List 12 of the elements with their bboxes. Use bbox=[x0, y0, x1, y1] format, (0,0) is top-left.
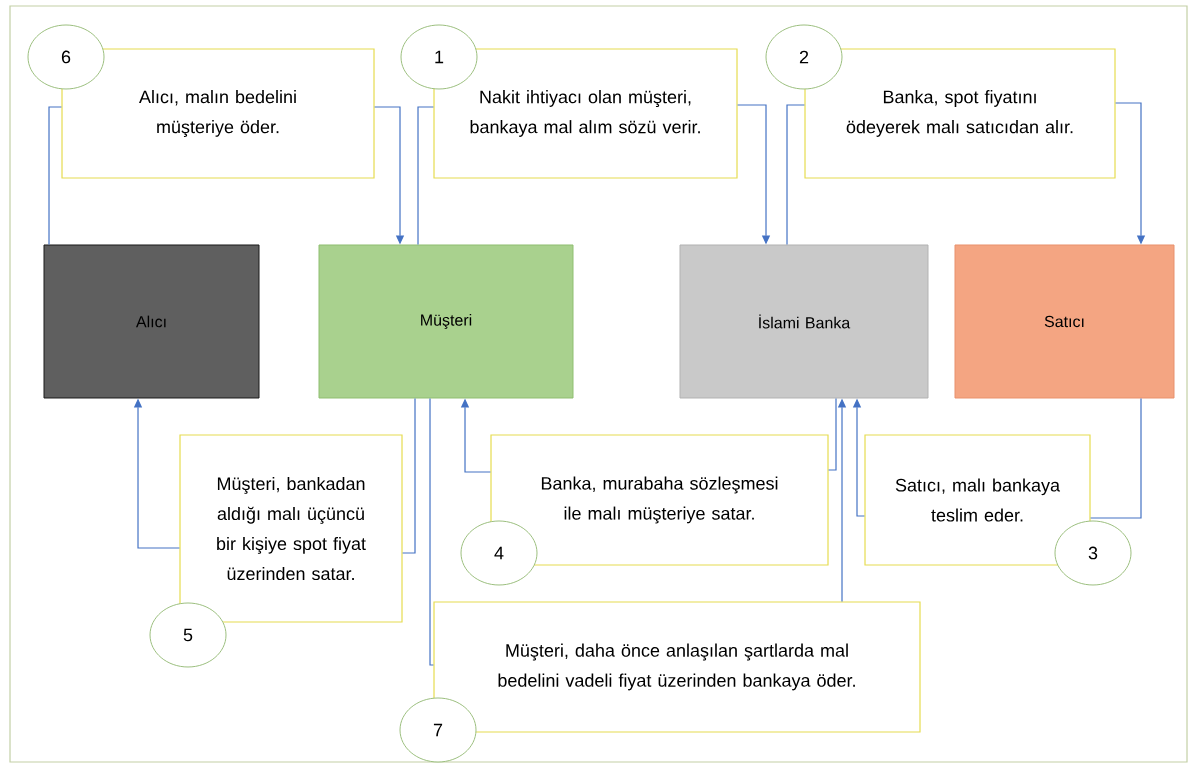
party-box: Alıcı bbox=[43, 244, 260, 399]
party-box: Müşteri bbox=[318, 244, 574, 399]
connector-line bbox=[828, 397, 837, 471]
connector-line bbox=[402, 397, 416, 554]
party-box: Satıcı bbox=[954, 244, 1175, 399]
party-box: İslami Banka bbox=[679, 244, 929, 399]
step-box: Müşteri, bankadan aldığı malı üçüncü bir kişiye spot fiyat üzerinden satar. bbox=[179, 434, 403, 623]
connector-line bbox=[48, 106, 62, 246]
connector-line bbox=[429, 397, 434, 666]
connector-line bbox=[786, 104, 805, 246]
connector-line bbox=[1090, 397, 1142, 519]
connector-line bbox=[417, 106, 434, 246]
